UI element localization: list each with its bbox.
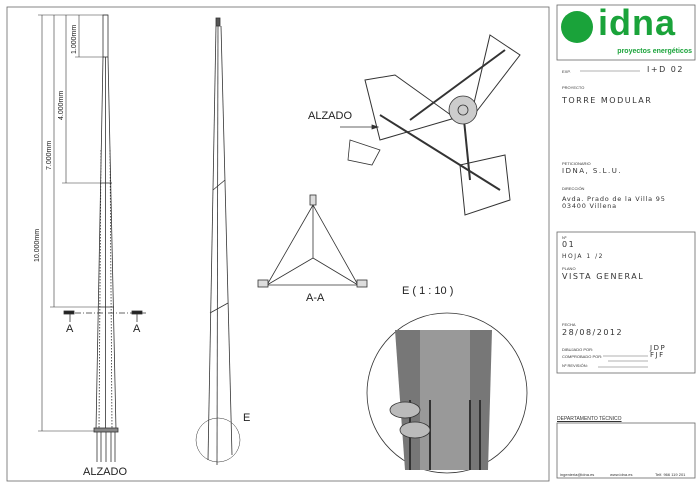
detail-label: E ( 1 : 10 ) [402,285,454,297]
plano-label: PLANO [562,266,576,271]
logo-brand: idna [598,2,677,43]
fecha-value: 28/08/2012 [562,328,624,337]
tower-elevation [63,14,146,462]
contact-email: ingenieria@idna.es [560,472,595,477]
tower-side-view [195,17,241,466]
contact-web: www.idna.es [610,472,633,477]
section-mark-right: A [133,323,141,335]
section-aa [257,194,368,288]
dim-4000: 4.000mm [58,90,65,120]
logo-tagline: proyectos energéticos [617,48,692,55]
section-mark-left: A [66,323,74,335]
section-label: A-A [306,292,325,304]
dibujado-label: DIBUJADO POR: [562,347,594,352]
dim-10000: 10.000mm [34,228,41,262]
peticionario-label: PETICIONARIO [562,161,591,166]
direccion-line2: 03400 Villena [562,202,617,210]
dimension-lines [38,14,108,432]
detail-mark: E [243,412,251,424]
revision-label: Nº REVISIÓN: [562,363,588,368]
proyecto-label: PROYECTO [562,85,585,90]
exp-value: I+D 02 [647,65,684,74]
plan-arrow-label: ALZADO [308,110,353,122]
contact-phone: Telf. 966 119 201 [655,472,686,477]
leaf-icon [561,11,593,43]
dim-1000: 1.000mm [71,24,78,54]
proyecto-value: TORRE MODULAR [562,96,653,105]
detail-e-circle [195,417,241,463]
numero-value: 01 [562,240,576,249]
tower-plan-view [340,34,521,216]
direccion-label: DIRECCIÓN [562,186,585,191]
direccion-line1: Avda. Prado de la Villa 95 [562,195,666,203]
elevation-label: ALZADO [83,466,128,478]
peticionario-value: IDNA, S.L.U. [562,167,623,175]
hoja-value: HOJA 1 /2 [562,253,604,260]
plano-value: VISTA GENERAL [562,272,645,281]
drawing-frame [6,6,550,482]
company-logo: idna proyectos energéticos [558,2,694,59]
comprobado-value: FJF [650,351,665,359]
dibujado-value: JDP [650,344,667,352]
detail-e [366,312,528,474]
departamento-label: DEPARTAMENTO TÉCNICO [557,416,622,422]
numero-label: Nº [562,235,567,240]
dim-7000: 7.000mm [46,140,53,170]
fecha-label: FECHA [562,322,576,327]
comprobado-label: COMPROBADO POR: [562,354,603,359]
exp-label: EXP. [562,69,571,74]
